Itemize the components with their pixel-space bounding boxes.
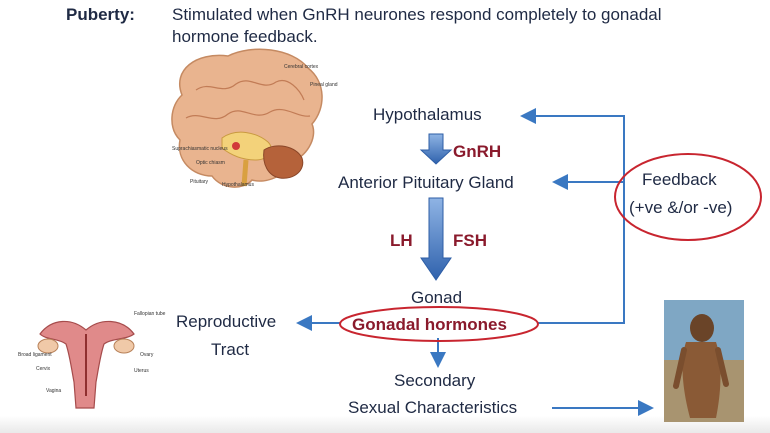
lh-label: LH xyxy=(390,231,413,250)
label-cerebral-cortex: Cerebral cortex xyxy=(284,64,319,70)
feedback-line1: Feedback xyxy=(642,170,717,189)
down-arrow-lh-fsh xyxy=(420,197,452,281)
gonad-label: Gonad xyxy=(411,288,463,307)
gonadal-hormones-ellipse xyxy=(339,306,539,342)
secondary-line1: Secondary xyxy=(394,371,476,390)
brain-illustration: Cerebral cortex Pineal gland Suprachiasm… xyxy=(171,48,338,188)
down-arrow-gnrh xyxy=(419,133,453,165)
label-pituitary: Pituitary xyxy=(190,179,209,185)
label-optic-chiasm: Optic chiasm xyxy=(196,160,225,166)
secondary-line2: Sexual Characteristics xyxy=(348,398,518,417)
label-ovary: Ovary xyxy=(140,352,154,358)
label-fallopian-tube: Fallopian tube xyxy=(134,311,166,317)
anterior-pituitary-label: Anterior Pituitary Gland xyxy=(338,173,514,192)
feedback-line2: (+ve &/or -ve) xyxy=(629,198,733,217)
label-suprachiasmatic: Suprachiasmatic nucleus xyxy=(172,146,228,152)
heading-text-line1: Stimulated when GnRH neurones respond co… xyxy=(172,5,662,24)
label-hypothalamus-small: Hypothalamus xyxy=(222,182,254,188)
fsh-label: FSH xyxy=(453,231,487,250)
label-cervix: Cervix xyxy=(36,366,51,372)
label-uterus: Uterus xyxy=(134,368,149,374)
hypothalamus-label: Hypothalamus xyxy=(373,105,482,124)
gonadal-hormones-label: Gonadal hormones xyxy=(352,315,507,334)
gnrh-label: GnRH xyxy=(453,142,502,161)
label-broad-ligament: Broad ligament xyxy=(18,352,52,358)
label-vagina: Vagina xyxy=(46,388,61,394)
feedback-ellipse xyxy=(614,153,762,241)
uterus-illustration: Fallopian tube Broad ligament Ovary Cerv… xyxy=(18,311,166,409)
reproductive-tract-line2: Tract xyxy=(211,340,250,359)
caveman-photo xyxy=(664,300,744,422)
label-pineal-gland: Pineal gland xyxy=(310,82,338,88)
reproductive-tract-line1: Reproductive xyxy=(176,312,277,331)
puberty-label: Puberty: xyxy=(66,5,135,24)
feedback-connector-hypothalamus xyxy=(520,108,625,324)
heading-text-line2: hormone feedback. xyxy=(172,27,318,46)
